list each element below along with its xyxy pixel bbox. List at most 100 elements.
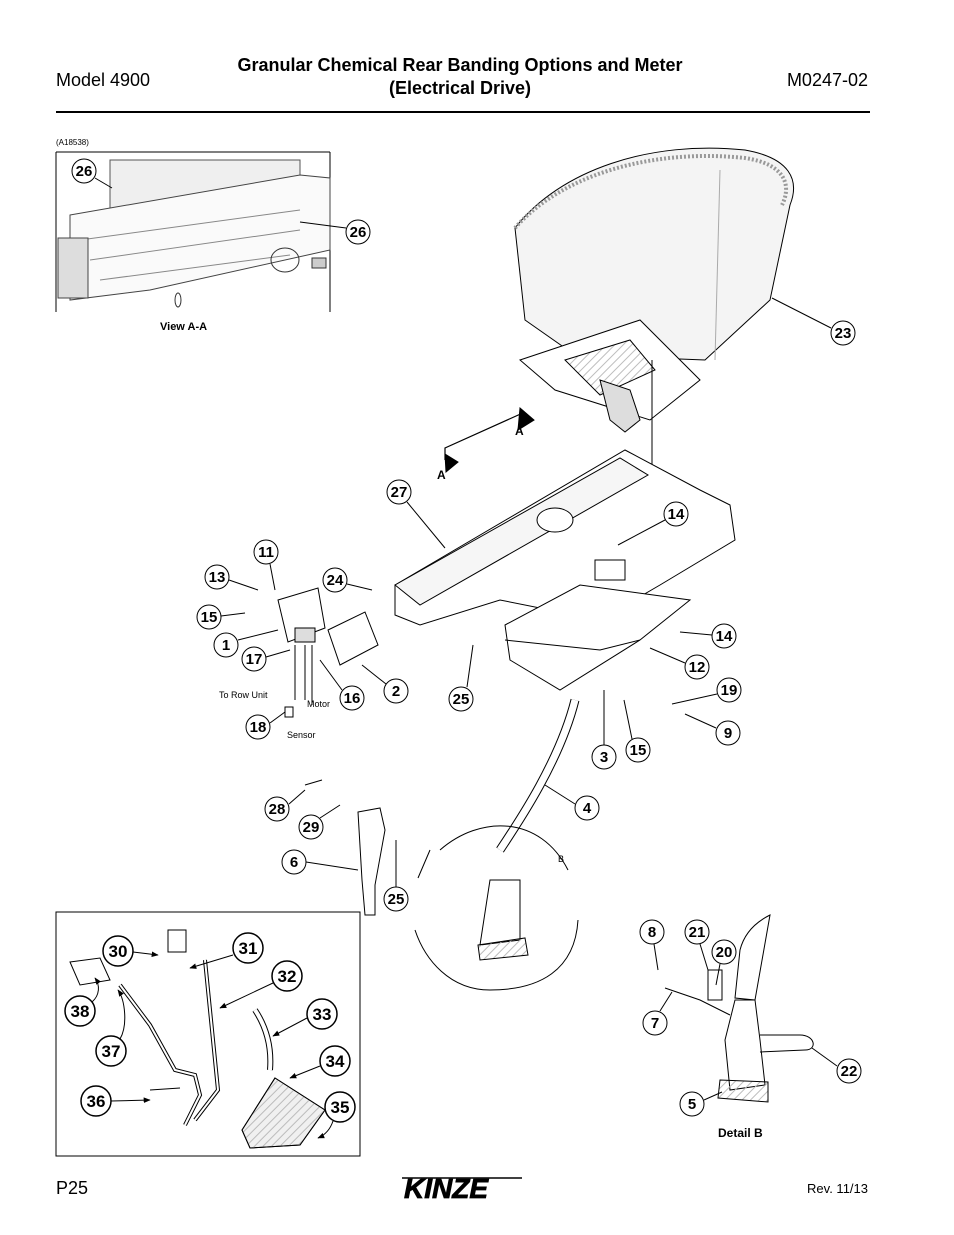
svg-text:26: 26 <box>76 163 93 180</box>
callout-14b: 14 <box>679 623 737 649</box>
callout-11: 11 <box>253 539 279 591</box>
callout-29: 29 <box>298 804 341 840</box>
svg-text:25: 25 <box>453 691 470 708</box>
svg-text:34: 34 <box>326 1052 345 1071</box>
callout-17: 17 <box>241 646 291 672</box>
callout-22: 22 <box>811 1047 862 1084</box>
svg-text:13: 13 <box>209 569 226 586</box>
page-number: P25 <box>56 1178 89 1198</box>
part-callouts: 26 26 23 2 7 14 11 13 24 15 1 17 14 12 16… <box>71 158 862 1117</box>
page-title: Granular Chemical Rear Banding Options a… <box>200 54 720 100</box>
callout-1: 1 <box>213 629 279 658</box>
callout-21: 21 <box>684 919 710 971</box>
callout-19: 19 <box>671 677 742 705</box>
callout-28: 28 <box>264 789 306 822</box>
detail-b <box>664 914 814 1103</box>
document-number: M0247-02 <box>786 70 868 90</box>
svg-text:22: 22 <box>841 1063 858 1080</box>
callout-37: 37 <box>95 989 127 1067</box>
kinze-logo: KINZE <box>400 1172 526 1211</box>
callout-35: 35 <box>317 1091 356 1139</box>
svg-text:30: 30 <box>109 942 128 961</box>
callout-2: 2 <box>361 664 409 704</box>
view-aa-inset <box>55 151 331 312</box>
svg-text:21: 21 <box>689 924 706 941</box>
figure-id: (A18538) <box>56 138 89 147</box>
callout-8: 8 <box>639 919 665 971</box>
svg-text:9: 9 <box>724 725 732 742</box>
label-sensor: Sensor <box>287 730 316 740</box>
svg-text:36: 36 <box>87 1092 106 1111</box>
svg-text:32: 32 <box>278 967 297 986</box>
callout-3: 3 <box>591 690 617 770</box>
svg-text:6: 6 <box>290 854 298 871</box>
model-label: Model 4900 <box>56 70 151 90</box>
svg-text:35: 35 <box>331 1098 350 1117</box>
svg-text:24: 24 <box>327 572 344 589</box>
callout-5: 5 <box>679 1091 723 1117</box>
svg-text:15: 15 <box>630 742 647 759</box>
label-to-row-unit: To Row Unit <box>219 690 268 700</box>
callout-25a: 25 <box>448 644 474 712</box>
header-divider <box>56 111 870 113</box>
svg-text:5: 5 <box>688 1096 696 1113</box>
detail-b-label: Detail B <box>718 1126 763 1140</box>
svg-text:25: 25 <box>388 891 405 908</box>
callout-26a: 26 <box>71 158 113 189</box>
callout-36: 36 <box>80 1085 151 1117</box>
callout-30: 30 <box>102 935 159 967</box>
callout-9: 9 <box>684 713 741 746</box>
callout-6: 6 <box>281 849 359 875</box>
callout-4: 4 <box>544 784 600 821</box>
svg-text:37: 37 <box>102 1042 121 1061</box>
callout-33: 33 <box>272 998 338 1037</box>
callout-15b: 15 <box>623 699 651 763</box>
callout-34: 34 <box>289 1045 351 1079</box>
revision-label: Rev. 11/13 <box>807 1181 868 1196</box>
svg-text:8: 8 <box>648 924 656 941</box>
callout-25b: 25 <box>383 840 409 912</box>
drop-tube <box>414 698 580 991</box>
svg-text:2: 2 <box>392 683 400 700</box>
callout-23: 23 <box>771 297 856 346</box>
section-mark-a2: A <box>437 468 446 482</box>
label-motor: Motor <box>307 699 330 709</box>
svg-text:17: 17 <box>246 651 263 668</box>
svg-text:14: 14 <box>668 506 685 523</box>
mounting-frame <box>394 449 736 691</box>
svg-text:12: 12 <box>689 659 706 676</box>
svg-text:15: 15 <box>201 609 218 626</box>
callout-12: 12 <box>649 647 710 680</box>
svg-text:33: 33 <box>313 1005 332 1024</box>
svg-text:14: 14 <box>716 628 733 645</box>
svg-text:20: 20 <box>716 944 733 961</box>
callout-24: 24 <box>322 567 373 593</box>
callout-20: 20 <box>711 939 737 986</box>
svg-text:38: 38 <box>71 1002 90 1021</box>
svg-text:18: 18 <box>250 719 267 736</box>
view-aa-label: View A-A <box>160 321 207 333</box>
diagram-labels: View A-A A A To Row Unit Motor Sensor B … <box>160 321 763 1140</box>
hopper <box>513 147 794 510</box>
svg-text:23: 23 <box>835 325 852 342</box>
svg-text:19: 19 <box>721 682 738 699</box>
callout-31: 31 <box>189 932 264 969</box>
callout-14a: 14 <box>617 501 689 546</box>
callout-32: 32 <box>219 960 303 1009</box>
callout-15a: 15 <box>196 604 246 630</box>
callout-26b: 26 <box>299 219 371 245</box>
svg-text:4: 4 <box>583 800 592 817</box>
page-title-line2: (Electrical Drive) <box>388 78 532 98</box>
svg-text:1: 1 <box>222 637 230 654</box>
svg-text:3: 3 <box>600 749 608 766</box>
section-mark-a1: A <box>515 424 524 438</box>
callout-7: 7 <box>642 991 673 1036</box>
svg-text:16: 16 <box>344 690 361 707</box>
svg-text:26: 26 <box>350 224 367 241</box>
svg-text:11: 11 <box>258 544 274 561</box>
svg-text:28: 28 <box>269 801 286 818</box>
inset-callouts: 30 31 32 33 38 34 37 35 36 <box>64 932 356 1139</box>
section-arrow <box>444 406 535 474</box>
svg-text:7: 7 <box>651 1015 659 1032</box>
